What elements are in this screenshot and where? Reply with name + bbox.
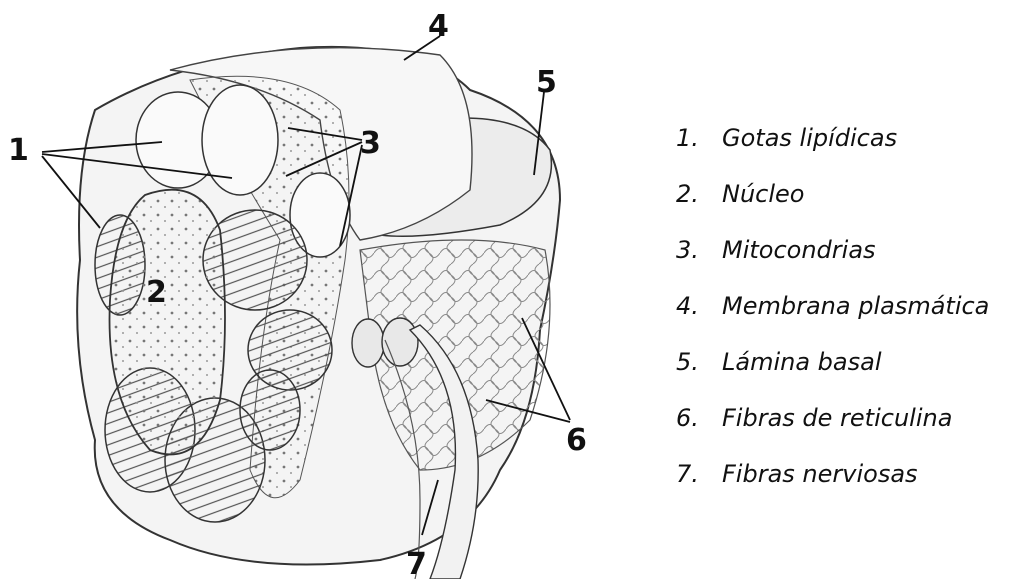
callout-4: 4: [428, 9, 449, 44]
legend-number: 1.: [676, 120, 722, 156]
legend-label: Gotas lipídicas: [722, 124, 897, 152]
legend-number: 6.: [676, 400, 722, 436]
callout-5: 5: [536, 65, 557, 100]
legend-item: 1.Gotas lipídicas: [676, 120, 989, 176]
callout-3: 3: [360, 126, 381, 161]
legend-label: Mitocondrias: [722, 236, 876, 264]
legend-item: 4.Membrana plasmática: [676, 288, 989, 344]
callout-2: 2: [146, 275, 167, 310]
callout-6: 6: [566, 423, 587, 458]
legend-label: Fibras nerviosas: [722, 460, 918, 488]
cell-illustration: 1 2 3 4 5 6 7: [0, 0, 660, 579]
legend-label: Membrana plasmática: [722, 292, 989, 320]
legend-number: 4.: [676, 288, 722, 324]
legend-number: 7.: [676, 456, 722, 492]
legend-number: 3.: [676, 232, 722, 268]
legend-label: Fibras de reticulina: [722, 404, 952, 432]
legend-item: 5.Lámina basal: [676, 344, 989, 400]
legend-item: 2.Núcleo: [676, 176, 989, 232]
nucleus: [110, 190, 226, 455]
legend-item: 3.Mitocondrias: [676, 232, 989, 288]
legend-label: Núcleo: [722, 180, 804, 208]
legend-item: 6.Fibras de reticulina: [676, 400, 989, 456]
legend-number: 5.: [676, 344, 722, 380]
callout-7: 7: [406, 547, 427, 579]
legend-label: Lámina basal: [722, 348, 882, 376]
legend-item: 7.Fibras nerviosas: [676, 456, 989, 512]
legend-number: 2.: [676, 176, 722, 212]
callout-1: 1: [8, 133, 29, 168]
legend-list: 1.Gotas lipídicas 2.Núcleo 3.Mitocondria…: [676, 120, 989, 512]
